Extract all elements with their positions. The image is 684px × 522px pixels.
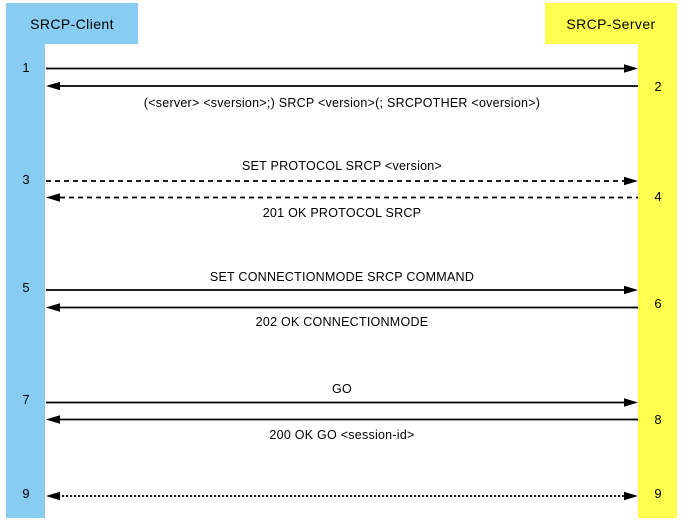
request-label-3: SET PROTOCOL SRCP <version> — [241, 159, 443, 173]
arrow-request-1 — [46, 64, 638, 73]
client-header-label: SRCP-Client — [30, 15, 114, 32]
step-number-2: 2 — [654, 79, 662, 94]
arrow-bidirectional-9 — [46, 491, 638, 501]
client-lifeline — [6, 3, 45, 518]
response-label-6: 202 OK CONNECTIONMODE — [255, 315, 429, 329]
client-header: SRCP-Client — [6, 3, 138, 44]
response-label-8: 200 OK GO <session-id> — [269, 428, 415, 442]
response-label-4: 201 OK PROTOCOL SRCP — [262, 206, 422, 220]
arrow-request-7 — [46, 398, 638, 407]
step-number-6: 6 — [654, 296, 662, 311]
step-number-9-left: 9 — [22, 486, 30, 501]
response-label-2: (<server> <sversion>;) SRCP <version>(; … — [143, 96, 541, 110]
arrow-response-6 — [46, 303, 638, 312]
arrow-response-8 — [46, 415, 638, 424]
step-number-1: 1 — [22, 60, 30, 75]
server-lifeline — [638, 3, 677, 518]
step-number-8: 8 — [654, 412, 662, 427]
step-number-5: 5 — [22, 280, 30, 295]
server-header-label: SRCP-Server — [566, 15, 656, 32]
step-number-3: 3 — [22, 172, 30, 187]
request-label-5: SET CONNECTIONMODE SRCP COMMAND — [209, 270, 475, 284]
server-header: SRCP-Server — [545, 3, 677, 44]
arrow-response-2 — [46, 81, 638, 91]
arrow-request-5 — [46, 285, 638, 295]
arrow-request-3 — [46, 176, 638, 186]
step-number-4: 4 — [654, 189, 662, 204]
step-number-9-right: 9 — [654, 486, 662, 501]
request-label-7: GO — [332, 382, 352, 396]
arrow-response-4 — [46, 193, 638, 202]
step-number-7: 7 — [22, 392, 30, 407]
